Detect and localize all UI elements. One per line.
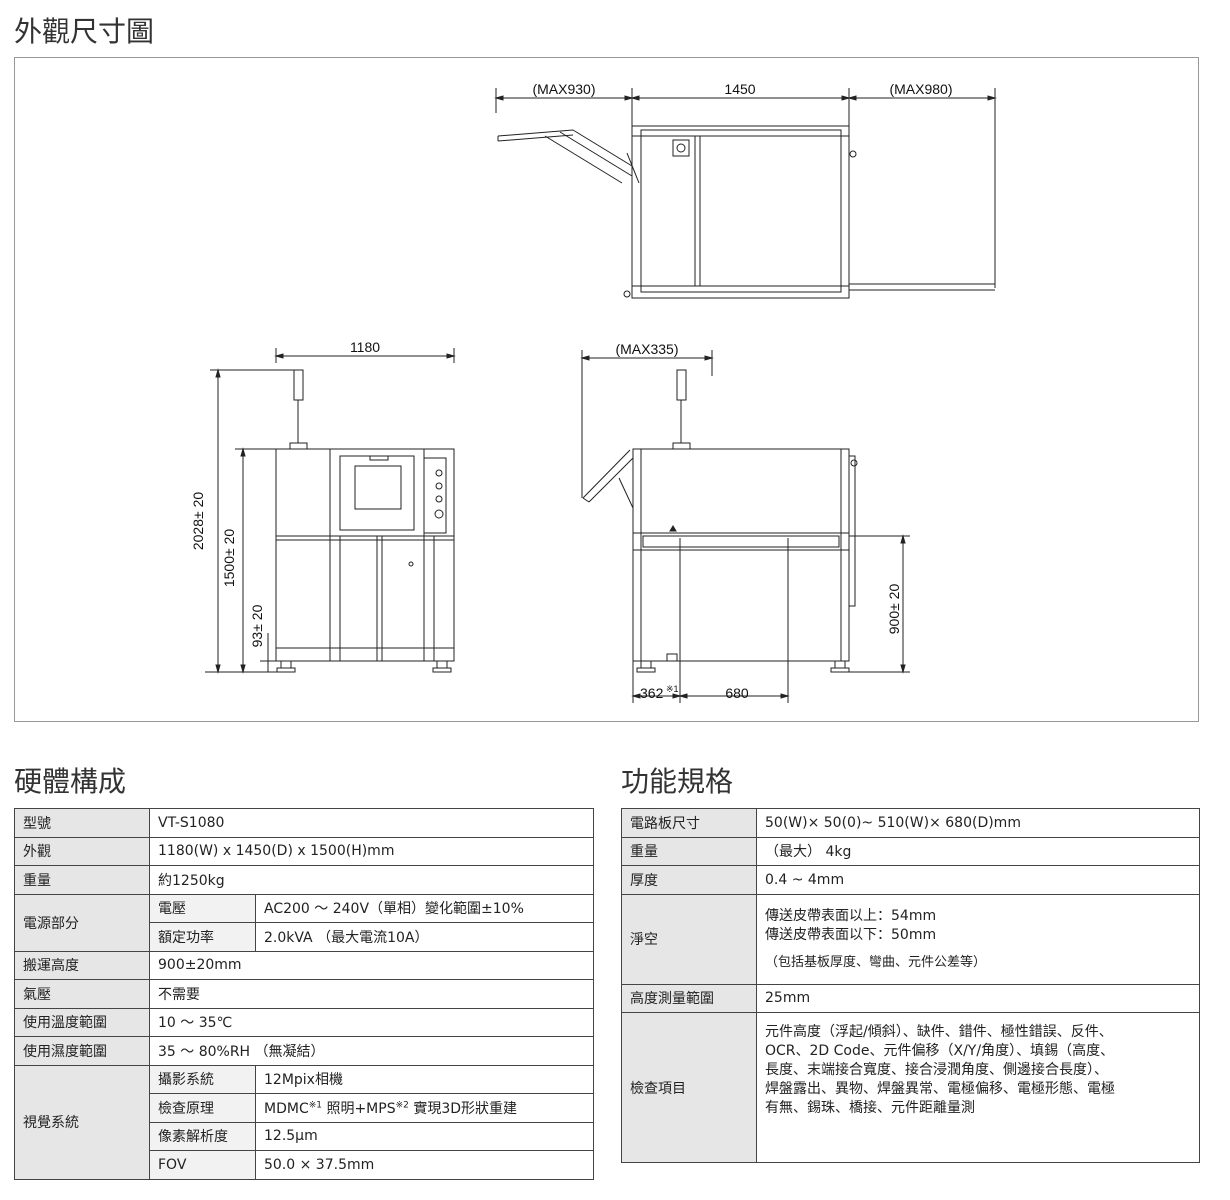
row-label: 淨空	[621, 893, 757, 985]
top-dim-left: (MAX930)	[532, 81, 595, 97]
side-dim-top: (MAX335)	[615, 341, 678, 357]
table-row: 型號 VT-S1080	[14, 808, 594, 838]
sub-label: 攝影系統	[149, 1064, 256, 1094]
row-value: 1180(W) x 1450(D) x 1500(H)mm	[149, 836, 594, 866]
row-label: 搬運高度	[14, 950, 150, 980]
row-label: 氣壓	[14, 979, 150, 1009]
row-label: 高度測量範圍	[621, 983, 757, 1013]
hardware-table: 型號 VT-S1080 外觀 1180(W) x 1450(D) x 1500(…	[14, 808, 594, 1180]
side-view-drawing	[580, 350, 910, 703]
row-value: 10 ～ 35℃	[149, 1007, 594, 1037]
row-label: 電路板尺寸	[621, 808, 757, 838]
row-label: 厚度	[621, 865, 757, 895]
sub-label: 檢查原理	[149, 1093, 256, 1123]
front-dim-feet-height: 93± 20	[249, 604, 265, 647]
row-label: 視覺系統	[14, 1064, 150, 1180]
row-value: 2.0kVA （最大電流10A）	[255, 922, 594, 952]
table-row: 厚度 0.4 ~ 4mm	[621, 865, 1200, 895]
row-value: AC200 ～ 240V（單相）變化範圍±10%	[255, 893, 594, 923]
row-label: 重量	[621, 836, 757, 866]
clearance-line-2: 傳送皮帶表面以下：50mm	[765, 926, 937, 943]
inspection-line: 焊盤露出、異物、焊盤異常、電極偏移、電極形態、電極	[765, 1081, 1115, 1097]
front-dim-total-height: 2028± 20	[190, 492, 206, 551]
row-value: 12.5μm	[255, 1121, 594, 1151]
row-label: 電源部分	[14, 893, 150, 952]
sub-label: 像素解析度	[149, 1121, 256, 1151]
functions-table: 電路板尺寸 50(W)× 50(0)~ 510(W)× 680(D)mm 重量 …	[621, 808, 1200, 1163]
dimension-drawing: (MAX930) 1450 (MAX980) 1180 2028± 20 150…	[14, 57, 1199, 722]
side-dim-conveyor-height: 900± 20	[886, 584, 902, 635]
clearance-line-1: 傳送皮帶表面以上：54mm	[765, 907, 937, 924]
functions-section-title: 功能規格	[621, 765, 734, 798]
table-row: 氣壓 不需要	[14, 979, 594, 1009]
top-dim-right: (MAX980)	[889, 81, 952, 97]
table-row: 搬運高度 900±20mm	[14, 950, 594, 980]
row-value: 900±20mm	[149, 950, 594, 980]
side-dim-bottom-left-mark: ※1	[666, 684, 679, 694]
table-row: 重量 （最大） 4kg	[621, 836, 1200, 866]
table-row: 高度測量範圍 25mm	[621, 983, 1200, 1013]
table-row: 使用濕度範圍 35 ～ 80%RH （無凝結）	[14, 1036, 594, 1066]
principle-part-b: 照明+MPS	[322, 1100, 396, 1117]
row-value: 50(W)× 50(0)~ 510(W)× 680(D)mm	[756, 808, 1200, 838]
inspection-line: 長度、末端接合寬度、接合浸潤角度、側邊接合長度）、	[765, 1062, 1108, 1078]
sub-label: 電壓	[149, 893, 256, 923]
front-dim-body-height: 1500± 20	[221, 529, 237, 588]
row-label: 使用溫度範圍	[14, 1007, 150, 1037]
clearance-note: （包括基板厚度、彎曲、元件公差等）	[765, 954, 987, 970]
top-view-drawing	[494, 88, 997, 299]
front-view-drawing	[205, 348, 456, 674]
row-value: 不需要	[149, 979, 594, 1009]
side-dim-bottom-right: 680	[725, 685, 749, 701]
side-dim-bottom-left: 362	[640, 685, 664, 701]
row-value: 元件高度（浮起/傾斜）、缺件、錯件、極性錯誤、反件、 OCR、2D Code、元…	[756, 1012, 1200, 1163]
table-row: 使用溫度範圍 10 ～ 35℃	[14, 1007, 594, 1037]
row-label: 外觀	[14, 836, 150, 866]
row-label: 型號	[14, 808, 150, 838]
table-row: 電源部分 電壓 AC200 ～ 240V（單相）變化範圍±10%	[14, 893, 594, 952]
table-row: 淨空 傳送皮帶表面以上：54mm 傳送皮帶表面以下：50mm （包括基板厚度、彎…	[621, 893, 1200, 985]
table-row: 檢查原理 MDMC※1 照明+MPS※2 實現3D形狀重建	[15, 1093, 594, 1123]
principle-part-a: MDMC	[264, 1100, 309, 1117]
sub-label: FOV	[149, 1150, 256, 1180]
table-row: 電路板尺寸 50(W)× 50(0)~ 510(W)× 680(D)mm	[621, 808, 1200, 838]
table-row: 重量 約1250kg	[14, 865, 594, 895]
row-value: 傳送皮帶表面以上：54mm 傳送皮帶表面以下：50mm （包括基板厚度、彎曲、元…	[756, 893, 1200, 985]
dimensions-section-title: 外觀尺寸圖	[14, 15, 155, 48]
table-row: 外觀 1180(W) x 1450(D) x 1500(H)mm	[14, 836, 594, 866]
row-label: 重量	[14, 865, 150, 895]
row-value: 12Mpix相機	[255, 1064, 594, 1094]
row-label: 檢查項目	[621, 1012, 757, 1163]
inspection-line: 有無、錫珠、橋接、元件距離量測	[765, 1100, 975, 1116]
row-label: 使用濕度範圍	[14, 1036, 150, 1066]
inspection-line: OCR、2D Code、元件偏移（X/Y/角度）、填錫（高度、	[765, 1043, 1115, 1059]
top-dim-center: 1450	[724, 81, 755, 97]
row-value: VT-S1080	[149, 808, 594, 838]
row-value: 0.4 ~ 4mm	[756, 865, 1200, 895]
footnote-mark-2: ※2	[395, 1100, 409, 1111]
front-dim-width: 1180	[350, 339, 380, 355]
sub-label: 額定功率	[149, 922, 256, 952]
row-value: 50.0 × 37.5mm	[255, 1150, 594, 1180]
hardware-section-title: 硬體構成	[14, 765, 127, 798]
row-value: MDMC※1 照明+MPS※2 實現3D形狀重建	[255, 1093, 594, 1123]
principle-part-c: 實現3D形狀重建	[408, 1100, 518, 1117]
row-value: （最大） 4kg	[756, 836, 1200, 866]
inspection-line: 元件高度（浮起/傾斜）、缺件、錯件、極性錯誤、反件、	[765, 1024, 1113, 1040]
table-row: 視覺系統 攝影系統 12Mpix相機	[14, 1064, 594, 1180]
row-value: 約1250kg	[149, 865, 594, 895]
footnote-mark-1: ※1	[308, 1100, 322, 1111]
table-row: 檢查項目 元件高度（浮起/傾斜）、缺件、錯件、極性錯誤、反件、 OCR、2D C…	[621, 1012, 1200, 1163]
table-row: 像素解析度 12.5μm	[15, 1121, 594, 1151]
row-value: 35 ～ 80%RH （無凝結）	[149, 1036, 594, 1066]
row-value: 25mm	[756, 983, 1200, 1013]
table-row: FOV 50.0 × 37.5mm	[15, 1150, 594, 1180]
drawing-canvas: (MAX930) 1450 (MAX980) 1180 2028± 20 150…	[190, 81, 997, 703]
